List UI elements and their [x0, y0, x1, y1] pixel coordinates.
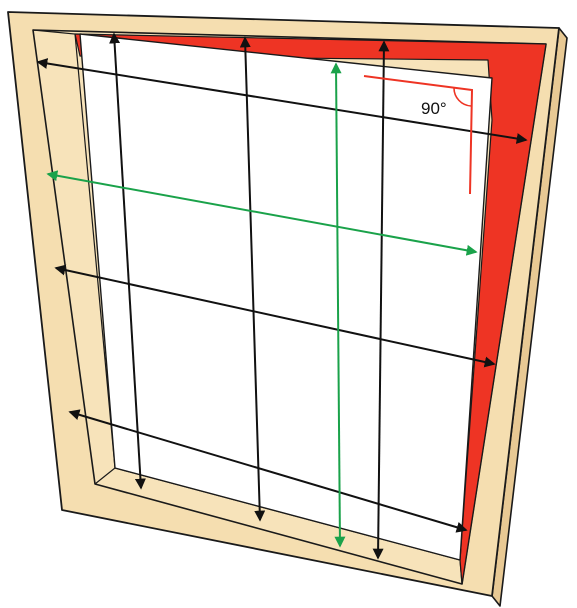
right-angle-icon — [363, 75, 474, 195]
right-angle-marker: 90° — [363, 75, 474, 195]
vertical-measurements — [109, 32, 390, 560]
vertical-arrow-3 — [372, 40, 390, 560]
vertical-arrow-1 — [109, 32, 146, 490]
green-vertical-arrow — [330, 62, 346, 548]
green-measurements — [46, 62, 478, 548]
vertical-arrow-2 — [239, 36, 266, 522]
angle-label: 90° — [421, 99, 447, 118]
right-angle-arc — [453, 87, 472, 107]
green-horizontal-arrow — [46, 170, 478, 256]
